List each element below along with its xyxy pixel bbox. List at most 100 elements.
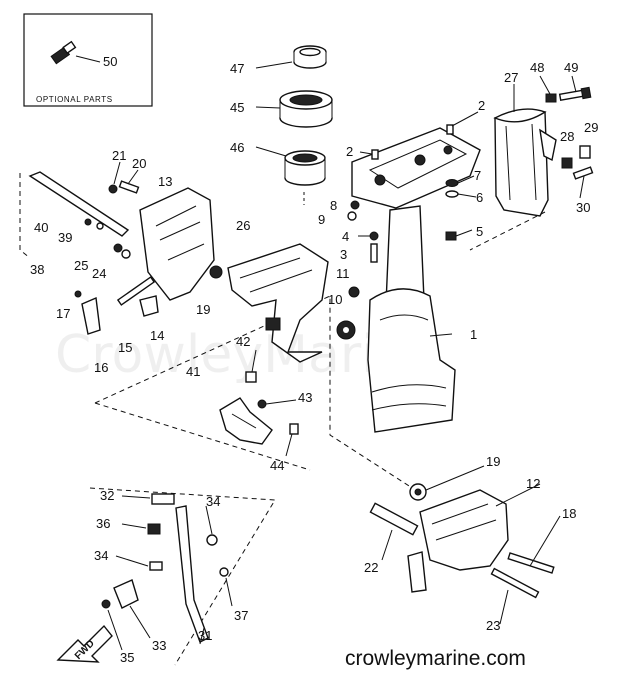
callout-37: 37 xyxy=(234,608,248,623)
callout-35: 35 xyxy=(120,650,134,665)
callout-16: 16 xyxy=(94,360,108,375)
callout-17: 17 xyxy=(56,306,70,321)
part-16-handle xyxy=(81,296,101,335)
part-41-reverse-lock xyxy=(219,397,273,445)
callout-24: 24 xyxy=(92,266,106,281)
callout-29: 29 xyxy=(584,120,598,135)
part-2-dowel-pins xyxy=(371,124,454,160)
callout-14: 14 xyxy=(150,328,164,343)
part-24-25-nuts xyxy=(113,243,131,259)
optional-parts-title: OPTIONAL PARTS xyxy=(36,95,113,104)
callout-30: 30 xyxy=(576,200,590,215)
callout-1: 1 xyxy=(470,327,477,342)
callout-18: 18 xyxy=(562,506,576,521)
part-38-tilt-rod xyxy=(28,171,130,237)
part-47-seal xyxy=(293,45,327,69)
part-31-shift-rod xyxy=(175,505,209,643)
part-18-bolt xyxy=(507,552,555,574)
part-36-nut xyxy=(147,523,161,535)
callout-2-right: 2 xyxy=(478,98,485,113)
callout-8: 8 xyxy=(330,198,337,213)
callout-23: 23 xyxy=(486,618,500,633)
part-15-screw xyxy=(116,276,156,306)
part-26-swivel-bracket xyxy=(227,243,329,363)
part-14-thrust-plate xyxy=(139,295,159,317)
site-label: crowleymarine.com xyxy=(345,647,526,670)
callout-20: 20 xyxy=(132,156,146,171)
part-28-nut xyxy=(561,157,573,169)
callout-12: 12 xyxy=(526,476,540,491)
part-37-bolt xyxy=(219,567,229,577)
part-44-bolt xyxy=(289,423,299,435)
callout-2-left: 2 xyxy=(346,144,353,159)
dashed-frame-lower xyxy=(94,402,311,471)
callout-45: 45 xyxy=(230,100,244,115)
part-12-clamp-bracket-lower xyxy=(407,489,509,593)
callout-10: 10 xyxy=(328,292,342,307)
callout-38: 38 xyxy=(30,262,44,277)
part-13-clamp-bracket xyxy=(139,187,215,301)
optional-part-50-fitting xyxy=(50,40,77,65)
callout-6: 6 xyxy=(476,190,483,205)
callout-34-lower: 34 xyxy=(94,548,108,563)
part-32-cable-end xyxy=(151,493,175,505)
callout-36: 36 xyxy=(96,516,110,531)
part-10-grommet xyxy=(336,320,356,340)
part-5-bolt xyxy=(445,231,457,241)
callout-11: 11 xyxy=(336,266,350,281)
callout-39: 39 xyxy=(58,230,72,245)
callout-32: 32 xyxy=(100,488,114,503)
callout-numbers: 47 45 46 48 49 27 2 2 28 29 21 20 13 7 6… xyxy=(30,60,598,665)
callout-3: 3 xyxy=(340,247,347,262)
callout-19-lower: 19 xyxy=(486,454,500,469)
callout-22: 22 xyxy=(364,560,378,575)
part-19-washer-upper xyxy=(209,265,223,279)
callout-26: 26 xyxy=(236,218,250,233)
callout-4: 4 xyxy=(342,229,349,244)
callout-27: 27 xyxy=(504,70,518,85)
callout-49: 49 xyxy=(564,60,578,75)
part-7-6-washers xyxy=(445,179,459,198)
part-4-3-bolt xyxy=(369,231,379,263)
callout-25: 25 xyxy=(74,258,88,273)
part-11-nut xyxy=(348,286,360,298)
callout-47: 47 xyxy=(230,61,244,76)
dashed-bracket-38 xyxy=(19,173,31,259)
part-42-spring xyxy=(245,371,257,383)
part-49-bolt xyxy=(558,86,592,102)
part-17-pin xyxy=(74,290,82,298)
callout-46: 46 xyxy=(230,140,244,155)
part-23-bolt xyxy=(490,567,540,599)
part-43-pin xyxy=(257,399,267,409)
part-8-9-bolts xyxy=(347,200,360,221)
callout-44: 44 xyxy=(270,458,284,473)
dashed-frame-upper xyxy=(94,295,421,494)
part-33-bracket xyxy=(113,579,139,609)
callout-9: 9 xyxy=(318,212,325,227)
part-34-clips xyxy=(149,534,218,571)
callout-41: 41 xyxy=(186,364,200,379)
callout-13: 13 xyxy=(158,174,172,189)
part-20-21-bolt-nut xyxy=(108,180,140,194)
part-19-washer-lower xyxy=(409,483,427,501)
callout-33: 33 xyxy=(152,638,166,653)
part-upper-mount-plate xyxy=(351,127,481,209)
callout-5: 5 xyxy=(476,224,483,239)
part-27-swivel-tube xyxy=(493,108,557,217)
fwd-arrow: FWD xyxy=(56,624,113,663)
callout-19-upper: 19 xyxy=(196,302,210,317)
callout-42: 42 xyxy=(236,334,250,349)
callout-28: 28 xyxy=(560,129,574,144)
callout-31: 31 xyxy=(198,628,212,643)
callout-34-upper: 34 xyxy=(206,494,220,509)
part-22-shaft xyxy=(369,502,419,536)
part-29-pin xyxy=(579,145,591,159)
callout-7: 7 xyxy=(474,168,481,183)
part-30-bolt xyxy=(572,166,594,180)
optional-part-number: 50 xyxy=(103,54,117,69)
part-1-drive-shaft-housing xyxy=(367,205,456,433)
leader-lines xyxy=(107,61,585,651)
part-45-bearing-housing xyxy=(279,90,333,128)
callout-21: 21 xyxy=(112,148,126,163)
